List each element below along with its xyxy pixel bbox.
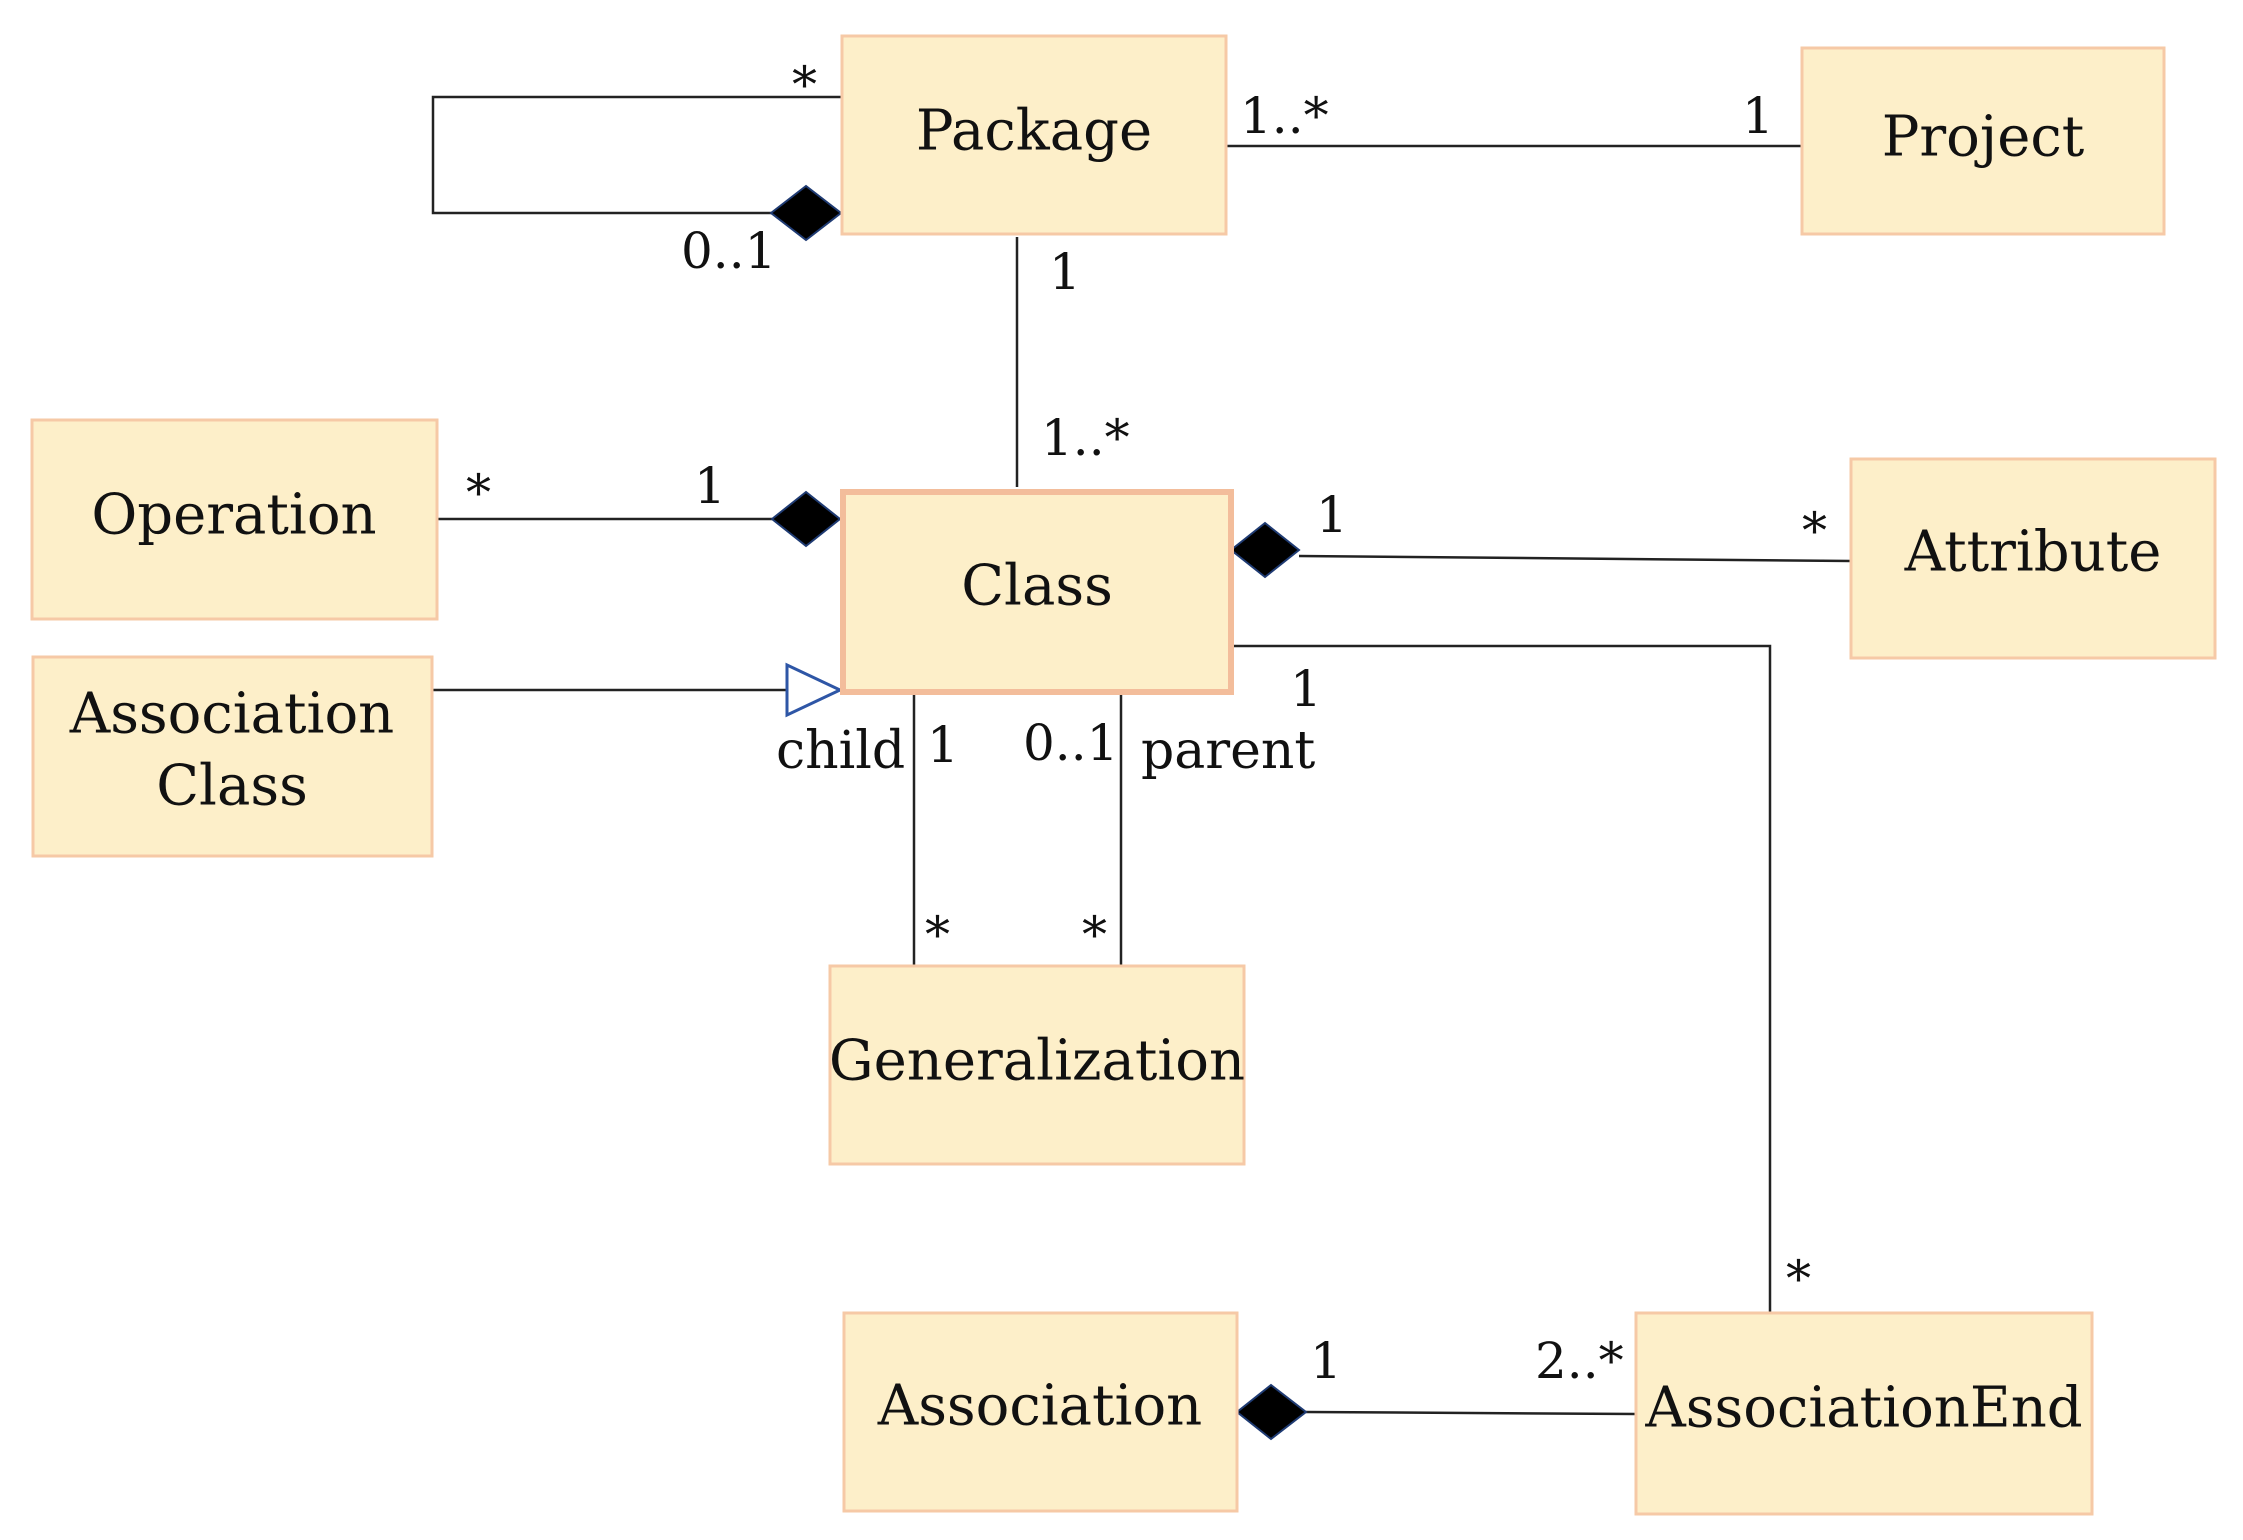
class-box-association-class[interactable]: Association Class	[31, 655, 434, 858]
package-self-composition	[431, 95, 842, 215]
class-box-generalization[interactable]: Generalization	[828, 964, 1246, 1166]
class-name-class: Class	[961, 554, 1113, 619]
package-self-composition-diamond	[769, 184, 843, 242]
class-box-attribute[interactable]: Attribute	[1849, 457, 2217, 660]
mult-package-self-owner: 0..1	[681, 222, 776, 280]
generalization-arrow-head	[785, 662, 844, 718]
class-attribute-composition	[1298, 554, 1852, 563]
class-name-association-class-line1: Association	[69, 682, 395, 747]
class-name-package: Package	[916, 99, 1152, 164]
mult-class-attribute-class: 1	[1316, 486, 1348, 544]
operation-class-composition-diamond	[770, 490, 842, 548]
mult-class-associationend-end: *	[1786, 1250, 1811, 1308]
class-box-association-end[interactable]: AssociationEnd	[1634, 1311, 2094, 1516]
class-attribute-composition-diamond	[1229, 521, 1301, 579]
class-name-association: Association	[877, 1374, 1203, 1439]
mult-generalization-parent: *	[1082, 906, 1107, 964]
class-name-attribute: Attribute	[1904, 520, 2162, 585]
class-box-package[interactable]: Package	[840, 34, 1228, 236]
association-associationend-composition-diamond	[1235, 1383, 1308, 1441]
mult-association-end-association: 1	[1310, 1332, 1342, 1390]
mult-package-self-many: *	[792, 56, 817, 114]
mult-generalization-child: *	[925, 906, 950, 964]
class-name-association-class-line2: Class	[156, 754, 308, 819]
class-name-generalization: Generalization	[829, 1029, 1245, 1094]
role-parent: parent	[1141, 721, 1315, 781]
class-name-association-end: AssociationEnd	[1644, 1376, 2082, 1441]
association-associationend-composition	[1305, 1410, 1637, 1416]
class-box-class[interactable]: Class	[840, 489, 1234, 695]
class-name-operation: Operation	[91, 483, 376, 548]
mult-package-class-class: 1..*	[1041, 409, 1130, 467]
class-box-operation[interactable]: Operation	[30, 418, 439, 621]
mult-package-project-package: 1..*	[1240, 87, 1329, 145]
mult-package-class-package: 1	[1049, 243, 1081, 301]
mult-package-project-project: 1	[1742, 87, 1774, 145]
mult-operation-class-class: 1	[694, 457, 726, 515]
mult-class-attribute-attribute: *	[1802, 502, 1827, 560]
mult-class-associationend-class: 1	[1290, 660, 1322, 718]
mult-class-child: 1	[927, 716, 959, 774]
class-name-project: Project	[1882, 105, 2085, 170]
class-box-project[interactable]: Project	[1800, 46, 2166, 236]
mult-operation-class-operation: *	[466, 464, 491, 522]
class-associationend-association	[1231, 644, 1772, 1313]
mult-association-end-end: 2..*	[1535, 1332, 1624, 1390]
role-child: child	[776, 721, 905, 781]
mult-class-parent: 0..1	[1023, 714, 1118, 772]
class-box-association[interactable]: Association	[842, 1311, 1239, 1513]
